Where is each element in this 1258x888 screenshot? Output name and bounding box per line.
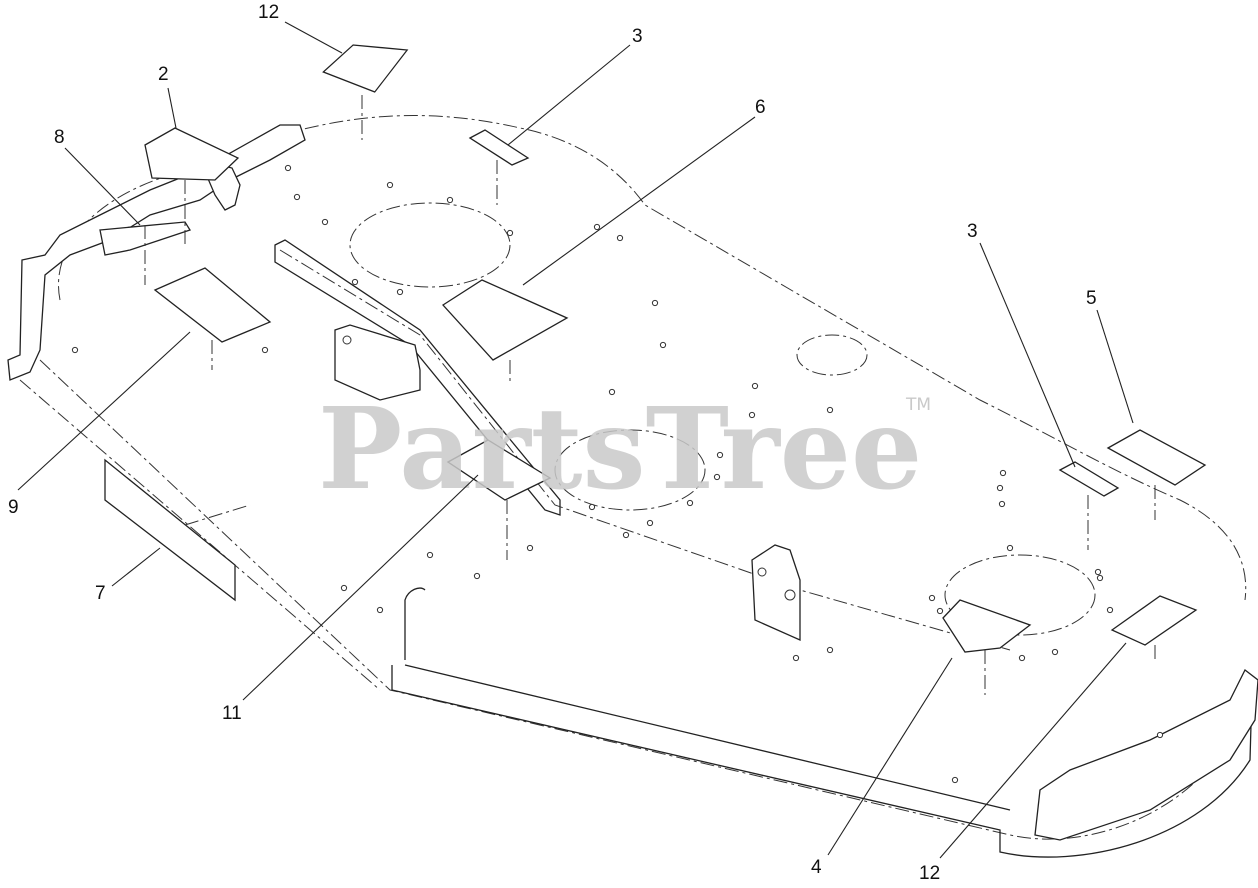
right-skirt	[1034, 669, 1258, 841]
mounting-hole	[396, 288, 404, 296]
callout-12-top: 12	[258, 2, 279, 23]
mounting-hole	[293, 193, 301, 201]
deck-lower-skirt	[391, 665, 1253, 858]
mounting-hole	[376, 606, 384, 614]
center-blade-opening	[554, 429, 706, 511]
mounting-hole	[446, 196, 454, 204]
mounting-hole	[622, 531, 630, 539]
deck-lower-lip	[404, 664, 1011, 811]
decal-12-right	[1110, 595, 1198, 646]
mounting-hole	[651, 299, 659, 307]
mounting-hole	[351, 278, 359, 286]
mounting-hole	[998, 500, 1006, 508]
callout-leaders	[17, 21, 1134, 859]
decal-4	[942, 599, 1032, 653]
mounting-hole	[608, 388, 616, 396]
mounting-hole	[261, 346, 269, 354]
mounting-hole	[386, 181, 394, 189]
callout-3-right: 3	[967, 221, 978, 242]
mounting-hole	[951, 776, 959, 784]
blade-openings	[349, 202, 1096, 636]
mounting-hole	[473, 572, 481, 580]
decal-6	[442, 279, 569, 361]
front-guard	[404, 587, 426, 660]
mounting-hole	[593, 223, 601, 231]
mounting-hole	[646, 519, 654, 527]
decal-3-right	[1058, 461, 1120, 497]
decal-2	[144, 127, 240, 181]
deck-inner-line	[19, 379, 381, 691]
watermark: PartsTree TM	[318, 384, 931, 515]
mounting-hole	[826, 646, 834, 654]
decal-9	[153, 267, 272, 343]
mounting-hole	[1006, 544, 1014, 552]
mounting-hole	[71, 346, 79, 354]
mounting-hole	[686, 499, 694, 507]
mounting-hole	[588, 503, 596, 511]
mounting-hole	[792, 654, 800, 662]
left-blade-opening	[349, 202, 511, 288]
mounting-hole	[321, 218, 329, 226]
mounting-hole	[826, 406, 834, 414]
callout-6: 6	[755, 97, 766, 118]
callout-4: 4	[811, 857, 822, 878]
callout-9: 9	[8, 497, 19, 518]
mounting-hole	[713, 473, 721, 481]
callout-2: 2	[158, 64, 169, 85]
decal-3-top	[468, 129, 530, 166]
deck-top-outline	[58, 115, 1247, 601]
decal-5	[1106, 429, 1207, 486]
callout-labels: 12 2 8 3 6 3 5 9 7 11 4 12	[8, 2, 1097, 884]
decal-12-top	[322, 44, 409, 93]
mounting-holes	[71, 164, 1164, 784]
decal-7	[104, 458, 236, 602]
mounting-hole	[1106, 606, 1114, 614]
top-small-opening	[796, 334, 868, 376]
mounting-hole	[1051, 648, 1059, 656]
right-blade-opening	[944, 554, 1096, 636]
center-baffle-dash	[279, 249, 1011, 651]
mounting-hole	[1096, 574, 1104, 582]
callout-3-top: 3	[632, 26, 643, 47]
mounting-hole	[751, 382, 759, 390]
center-bracket	[334, 324, 421, 401]
left-side-plate	[7, 124, 306, 381]
mounting-hole	[1156, 731, 1164, 739]
mounting-hole	[616, 234, 624, 242]
mounting-hole	[716, 451, 724, 459]
decals	[104, 44, 1207, 653]
mounting-hole	[748, 411, 756, 419]
mounting-hole	[1018, 654, 1026, 662]
watermark-brand: PartsTree	[318, 384, 922, 515]
mounting-hole	[506, 229, 514, 237]
mounting-hole	[426, 551, 434, 559]
mounting-hole	[659, 341, 667, 349]
mounting-hole	[928, 594, 936, 602]
decal-11	[446, 439, 552, 501]
mounting-hole	[996, 484, 1004, 492]
mounting-hole	[526, 544, 534, 552]
mounting-hole	[936, 607, 944, 615]
mounting-hole	[999, 469, 1007, 477]
mounting-hole	[340, 584, 348, 592]
drop-lines	[144, 95, 1156, 695]
mounting-hole	[1094, 568, 1102, 576]
callout-8: 8	[54, 127, 65, 148]
callout-12-right: 12	[919, 863, 940, 884]
callout-5: 5	[1086, 288, 1097, 309]
callout-11: 11	[222, 703, 242, 724]
callout-7: 7	[95, 583, 106, 604]
watermark-trademark: TM	[905, 395, 931, 415]
mounting-hole	[284, 164, 292, 172]
